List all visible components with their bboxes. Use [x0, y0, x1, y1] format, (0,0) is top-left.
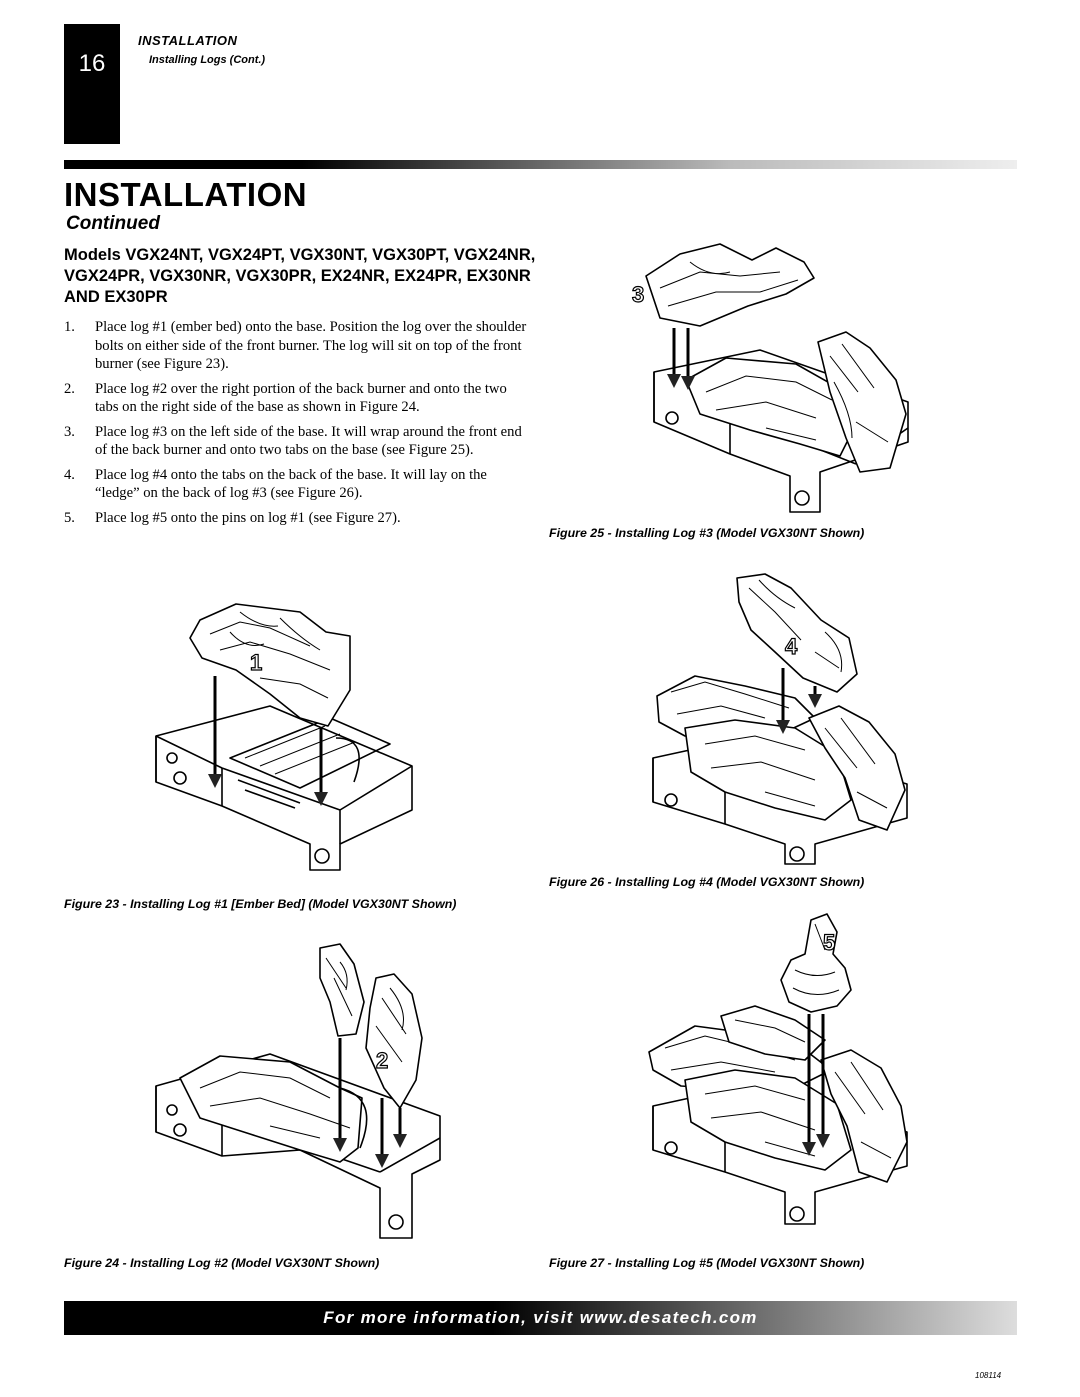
- figure-26-caption: Figure 26 - Installing Log #4 (Model VGX…: [549, 875, 865, 889]
- footer-website-text: For more information, visit www.desatech…: [323, 1308, 758, 1327]
- step-text: Place log #5 onto the pins on log #1 (se…: [95, 509, 401, 526]
- log-number-label: 5: [823, 930, 835, 955]
- figure-23-caption: Figure 23 - Installing Log #1 [Ember Bed…: [64, 897, 457, 911]
- header-rule: [64, 160, 1017, 169]
- step-number: 1.: [64, 319, 75, 335]
- header-section: INSTALLATION: [138, 33, 238, 48]
- figure-24-illustration: 2: [155, 943, 441, 1239]
- log-number-label: 4: [785, 634, 798, 659]
- log-number-label: 1: [250, 650, 262, 675]
- step-number: 2.: [64, 380, 75, 397]
- instruction-list: 1. Place log #1 (ember bed) onto the base…: [64, 318, 532, 533]
- page-subtitle: Continued: [66, 213, 160, 234]
- log-number-label: 3: [632, 282, 644, 307]
- step-number: 5.: [64, 509, 75, 526]
- figure-24-caption: Figure 24 - Installing Log #2 (Model VGX…: [64, 1256, 380, 1270]
- step-number: 4.: [64, 466, 75, 483]
- instruction-step: 3. Place log #3 on the left side of the b…: [64, 423, 532, 460]
- instruction-step: 5. Place log #5 onto the pins on log #1 (…: [64, 509, 532, 528]
- page-number-tab: 16: [64, 24, 120, 144]
- page-number: 16: [78, 50, 106, 77]
- figure-25-caption: Figure 25 - Installing Log #3 (Model VGX…: [549, 526, 865, 540]
- figure-27-caption: Figure 27 - Installing Log #5 (Model VGX…: [549, 1256, 865, 1270]
- instruction-step: 2. Place log #2 over the right portion of…: [64, 380, 532, 417]
- step-text: Place log #1 (ember bed) onto the base. …: [95, 319, 527, 372]
- header-subsection: Installing Logs (Cont.): [149, 54, 266, 66]
- step-text: Place log #3 on the left side of the bas…: [95, 423, 522, 459]
- step-text: Place log #4 onto the tabs on the back o…: [95, 466, 487, 502]
- figure-26-illustration: 4: [652, 573, 908, 865]
- figure-27-illustration: 5: [648, 913, 908, 1225]
- step-number: 3.: [64, 423, 75, 440]
- log-number-label: 2: [376, 1048, 388, 1073]
- document-number: 108114: [975, 1371, 1002, 1380]
- footer-bar: For more information, visit www.desatech…: [64, 1301, 1017, 1335]
- figure-23-illustration: 1: [155, 603, 413, 871]
- page-title: INSTALLATION: [64, 176, 308, 213]
- figure-25-illustration: 3: [631, 243, 909, 513]
- step-text: Place log #2 over the right portion of t…: [95, 380, 507, 416]
- instruction-step: 1. Place log #1 (ember bed) onto the base…: [64, 318, 532, 374]
- models-heading: Models VGX24NT, VGX24PT, VGX30NT, VGX30P…: [64, 246, 536, 306]
- instruction-step: 4. Place log #4 onto the tabs on the back…: [64, 466, 532, 503]
